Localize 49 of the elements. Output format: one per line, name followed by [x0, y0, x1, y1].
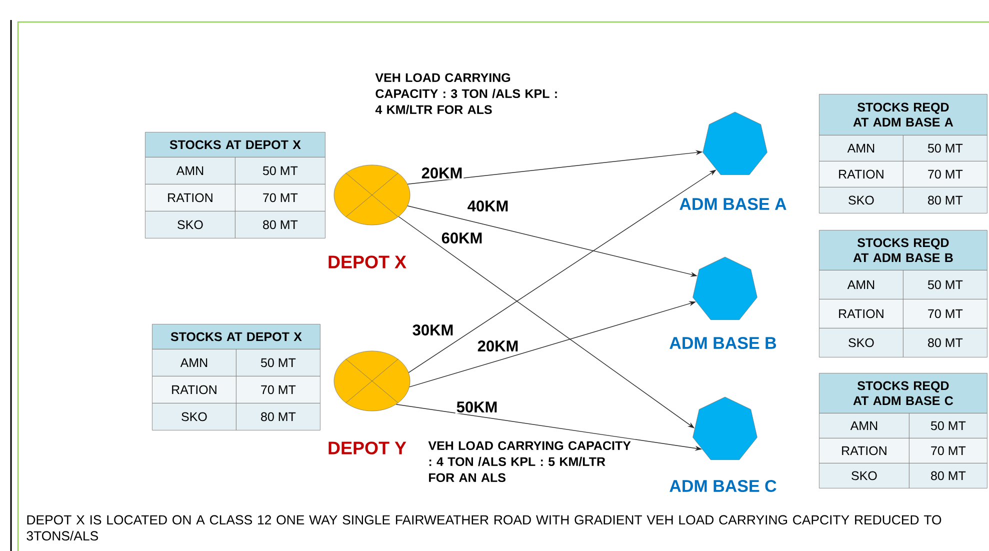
table-cell: RATION: [819, 161, 904, 188]
table-cell: RATION: [145, 184, 236, 212]
edge-label: 30KM: [411, 324, 455, 336]
table-cell: 80 MT: [903, 328, 988, 358]
edge-label: 50KM: [455, 400, 499, 414]
table-cell: RATION: [819, 438, 910, 464]
table-cell: RATION: [819, 299, 904, 328]
table-cell: 70 MT: [235, 184, 326, 212]
table-cell: 80 MT: [903, 187, 988, 214]
table-header: STOCKS REQD AT ADM BASE B: [819, 230, 988, 270]
table-cell: 70 MT: [903, 299, 988, 328]
table-header: STOCKS REQD AT ADM BASE A: [819, 94, 988, 136]
edge-label: 20KM: [420, 166, 464, 180]
note-text: VEH LOAD CARRYING CAPACITY : 3 TON /ALS KPL : 4 KM/LTR FOR ALS: [375, 73, 557, 114]
table-cell: SKO: [819, 463, 910, 488]
table-cell: 80 MT: [236, 403, 320, 430]
table-cell: 50 MT: [903, 270, 988, 300]
table-cell: AMN: [819, 413, 910, 438]
node-label: DEPOT X: [328, 256, 406, 268]
table-cell: 80 MT: [235, 211, 326, 238]
table-header: STOCKS REQD AT ADM BASE C: [819, 373, 988, 414]
table-cell: AMN: [819, 270, 904, 300]
table-cell: 50 MT: [236, 349, 320, 376]
table-cell: 50 MT: [909, 413, 988, 438]
table-cell: 80 MT: [909, 463, 988, 488]
table-cell: SKO: [145, 211, 236, 238]
table-header: STOCKS AT DEPOT X: [152, 324, 320, 350]
table-cell: SKO: [152, 403, 236, 430]
table-cell: SKO: [819, 328, 904, 358]
table-cell: 70 MT: [903, 161, 988, 188]
table-cell: AMN: [145, 157, 236, 184]
table-cell: 50 MT: [235, 157, 326, 184]
note-text: VEH LOAD CARRYING CAPACITY : 4 TON /ALS KPL : 5 KM/LTR FOR AN ALS: [428, 441, 631, 482]
table-cell: SKO: [819, 187, 904, 214]
table-cell: 50 MT: [903, 135, 988, 162]
edge-label: 40KM: [466, 200, 510, 212]
table-cell: RATION: [152, 376, 236, 404]
table-header: STOCKS AT DEPOT X: [145, 132, 326, 158]
table-cell: 70 MT: [236, 376, 320, 404]
edge-label: 20KM: [476, 340, 520, 352]
note-text: DEPOT X IS LOCATED ON A CLASS 12 ONE WAY SINGLE FAIRWEATHER ROAD WITH GRADIENT VEH LOAD CARRYING CAPCITY REDUCED TO 3TONS/ALS: [26, 515, 942, 541]
node-label: ADM BASE B: [670, 336, 776, 350]
table-cell: AMN: [819, 135, 904, 162]
node-label: ADM BASE C: [670, 480, 776, 492]
table-cell: 70 MT: [909, 438, 988, 464]
node-label: DEPOT Y: [328, 442, 406, 454]
edge-label: 60KM: [440, 232, 484, 244]
table-cell: AMN: [152, 349, 236, 376]
node-label: ADM BASE A: [680, 198, 786, 210]
